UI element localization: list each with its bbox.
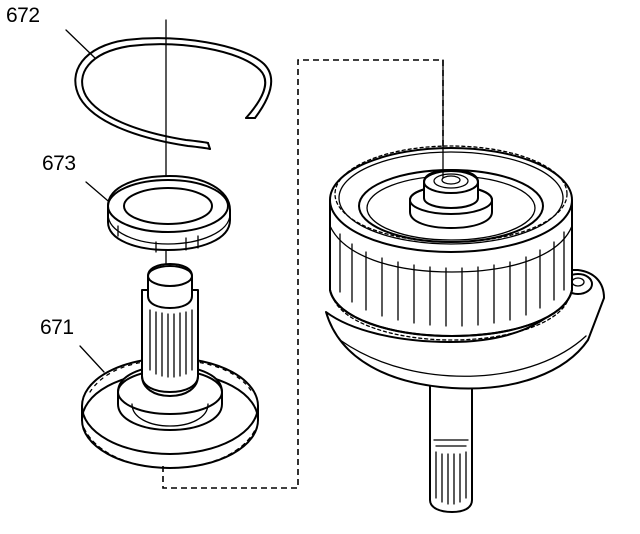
callout-672: 672 (6, 4, 40, 27)
leader-lines (65, 29, 115, 373)
gear-shaft-671 (81, 263, 259, 469)
snap-ring-672 (74, 37, 273, 150)
clutch-drum-assembly (325, 59, 605, 513)
callout-671: 671 (40, 316, 74, 339)
callout-673: 673 (42, 152, 76, 175)
thrust-washer-673 (107, 175, 231, 253)
